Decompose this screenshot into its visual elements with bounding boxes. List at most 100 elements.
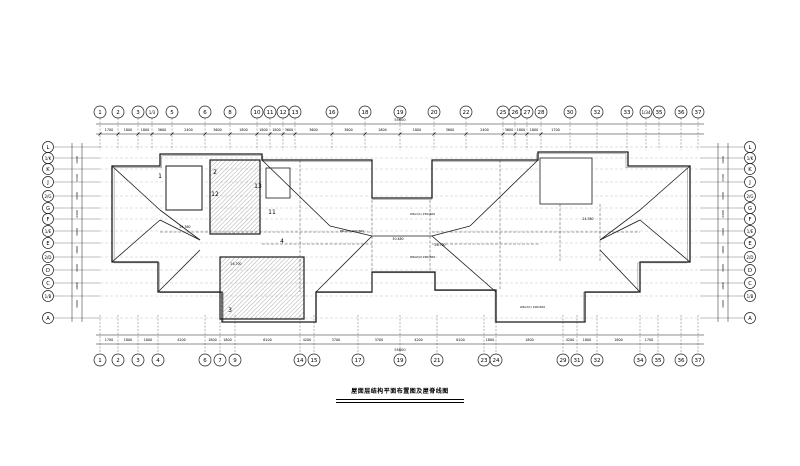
dimension-text: 2400 bbox=[75, 210, 79, 218]
row-bubble bbox=[744, 176, 756, 188]
row-label: G bbox=[46, 206, 50, 212]
axis-label: 1/3 bbox=[149, 110, 156, 115]
row-bubble bbox=[42, 190, 54, 202]
dimension-text: 3600 bbox=[75, 300, 79, 308]
row-bubble bbox=[42, 237, 54, 249]
dimension-text: 1800 bbox=[272, 128, 280, 132]
row-label: 2/G bbox=[747, 194, 754, 199]
row-bubble bbox=[42, 312, 54, 324]
axis-label: 32 bbox=[594, 358, 601, 364]
dimension-text: 1500 bbox=[721, 174, 725, 182]
dimension-tick bbox=[293, 132, 297, 136]
dimension-text: 1800 bbox=[517, 128, 525, 132]
dimension-text: 1600 bbox=[721, 156, 725, 164]
ridge-line bbox=[315, 235, 373, 293]
axis-label: 25 bbox=[500, 110, 507, 116]
row-label: 2/D bbox=[45, 255, 52, 260]
overall-dimension: 55600 bbox=[394, 348, 405, 352]
dimension-text: 1800 bbox=[75, 246, 79, 254]
row-bubble bbox=[744, 251, 756, 263]
dimension-text: 3600 bbox=[721, 228, 725, 236]
row-label: J bbox=[46, 180, 49, 186]
dimension-text: 1800 bbox=[141, 128, 149, 132]
ridge-line bbox=[111, 219, 161, 263]
axis-label: 22 bbox=[463, 110, 470, 116]
row-label: 1/K bbox=[45, 156, 52, 161]
dimension-tick bbox=[398, 132, 402, 136]
axis-label: 36 bbox=[678, 358, 685, 364]
dimension-text: 1600 bbox=[75, 156, 79, 164]
row-bubble bbox=[42, 213, 54, 225]
axis-label: 7 bbox=[218, 358, 222, 364]
row-bubble bbox=[42, 277, 54, 289]
row-label: 1/E bbox=[45, 229, 52, 234]
row-bubble bbox=[42, 264, 54, 276]
dimension-text: 2400 bbox=[480, 128, 488, 132]
row-label: E bbox=[46, 241, 49, 247]
axis-label: 34 bbox=[637, 358, 644, 364]
axis-label: 20 bbox=[431, 110, 438, 116]
axis-label: 37 bbox=[695, 110, 702, 116]
beam-note: WKL3(1) 200x500 bbox=[520, 305, 545, 309]
room-number: 2 bbox=[213, 169, 217, 176]
dimension-text: 3600 bbox=[285, 128, 293, 132]
dimension-text: 2400 bbox=[721, 210, 725, 218]
ridge-line bbox=[261, 159, 331, 227]
ridge-line bbox=[431, 225, 471, 237]
axis-label: 10 bbox=[254, 110, 261, 116]
dimension-text: 3600 bbox=[721, 264, 725, 272]
ridge-line bbox=[599, 209, 641, 241]
row-label: 1/E bbox=[747, 229, 754, 234]
ridge-line bbox=[639, 219, 691, 263]
dimension-text: 3600 bbox=[75, 228, 79, 236]
dimension-tick bbox=[98, 132, 102, 136]
overall-dimension: 55600 bbox=[394, 118, 405, 122]
title-underline bbox=[336, 399, 464, 400]
row-label: 1/B bbox=[45, 294, 52, 299]
elevation-note: 30.480 bbox=[392, 237, 403, 241]
dimension-text: 1800 bbox=[144, 338, 152, 342]
dimension-text: 1800 bbox=[721, 282, 725, 290]
dimension-tick bbox=[513, 132, 517, 136]
dimension-text: 1700 bbox=[551, 128, 559, 132]
axis-label: 31 bbox=[574, 358, 581, 364]
room-box bbox=[539, 157, 593, 205]
dimension-text: 3700 bbox=[375, 338, 383, 342]
dimension-text: 1800 bbox=[486, 338, 494, 342]
dimension-text: 1800 bbox=[530, 128, 538, 132]
room-number: 12 bbox=[211, 191, 219, 198]
row-bubble bbox=[42, 251, 54, 263]
row-bubble bbox=[744, 277, 756, 289]
room-number: 11 bbox=[268, 209, 276, 216]
axis-label: 23 bbox=[481, 358, 488, 364]
dimension-text: 3700 bbox=[332, 338, 340, 342]
axis-label: 37 bbox=[695, 358, 702, 364]
dimension-text: 1700 bbox=[105, 338, 113, 342]
beam-note: WKL2(2) 200x500 bbox=[410, 255, 435, 259]
dimension-text: 3600 bbox=[721, 300, 725, 308]
row-label: A bbox=[748, 316, 752, 322]
beam-note: WKL1(1) 250x600 bbox=[410, 212, 435, 216]
row-bubble bbox=[744, 290, 756, 302]
row-label: G bbox=[748, 206, 752, 212]
axis-label: 9 bbox=[233, 358, 237, 364]
dimension-tick bbox=[116, 132, 120, 136]
building-outline-inner bbox=[113, 153, 688, 323]
dimension-text: 1800 bbox=[124, 338, 132, 342]
axis-label: 24 bbox=[493, 358, 500, 364]
axis-label: 13 bbox=[292, 110, 299, 116]
axis-label: 29 bbox=[560, 358, 567, 364]
dimension-text: 4200 bbox=[414, 338, 422, 342]
row-label: F bbox=[749, 217, 752, 223]
axis-label: 3 bbox=[136, 110, 140, 116]
dimension-tick bbox=[136, 132, 140, 136]
axis-label: 6 bbox=[203, 358, 207, 364]
dimension-tick bbox=[464, 132, 468, 136]
dimension-text: 6100 bbox=[456, 338, 464, 342]
room-number: 1 bbox=[158, 173, 162, 180]
dimension-text: 3600 bbox=[505, 128, 513, 132]
row-label: C bbox=[46, 281, 50, 287]
axis-label: 6 bbox=[203, 110, 207, 116]
